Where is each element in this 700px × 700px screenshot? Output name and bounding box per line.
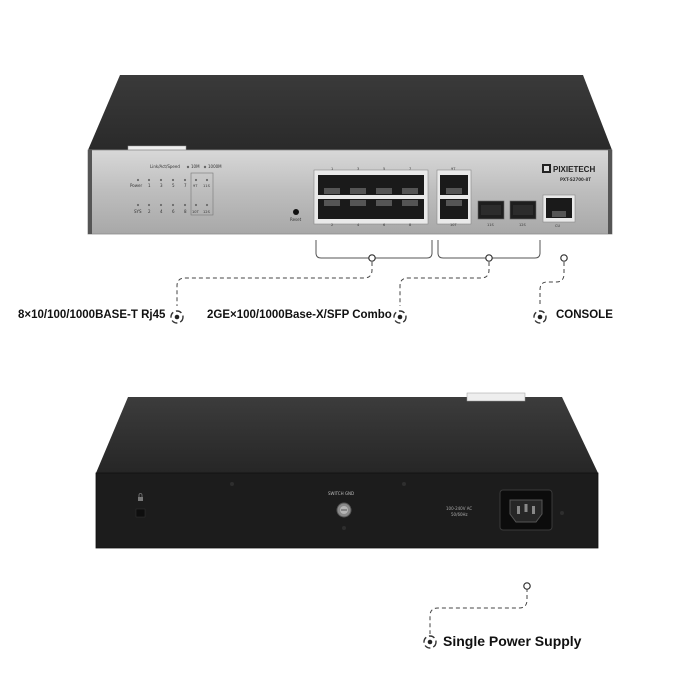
power-rating-line2: 50/60Hz bbox=[451, 512, 468, 517]
led-num-4: 4 bbox=[160, 209, 163, 214]
led-num-6: 6 bbox=[172, 209, 175, 214]
front-brackets bbox=[315, 240, 541, 259]
led-combo-10t: 10T bbox=[192, 210, 200, 214]
console-port: CU bbox=[542, 194, 576, 228]
ground-screw-icon bbox=[336, 502, 352, 518]
rear-switch-top bbox=[96, 397, 598, 473]
console-num: CU bbox=[555, 224, 560, 228]
rj45-num-3: 3 bbox=[357, 167, 359, 171]
rj45-num-6: 6 bbox=[383, 223, 385, 227]
combo-num-9t: 9T bbox=[451, 167, 456, 171]
led-num-2: 2 bbox=[148, 209, 151, 214]
power-callout-label: Single Power Supply bbox=[443, 633, 582, 649]
rj45-num-7: 7 bbox=[409, 167, 411, 171]
led-panel: Link/Act/Speed 10M 1000M Power SYS 1 3 5… bbox=[130, 164, 222, 216]
led-num-8: 8 bbox=[184, 209, 187, 214]
rear-switch: SWITCH GND 100-240V AC 50/60Hz bbox=[95, 392, 599, 549]
sys-led-label: SYS bbox=[134, 209, 142, 214]
rj45-port-latch bbox=[324, 200, 340, 206]
rj45-num-2: 2 bbox=[331, 223, 333, 227]
led-1000m-label: 1000M bbox=[208, 164, 222, 169]
front-switch: Link/Act/Speed 10M 1000M Power SYS 1 3 5… bbox=[87, 75, 613, 235]
led-num-1: 1 bbox=[148, 183, 151, 188]
rj45-port-latch bbox=[402, 200, 418, 206]
ac-power-inlet bbox=[499, 489, 553, 531]
led-num-7: 7 bbox=[184, 183, 187, 188]
ground-label: SWITCH GND bbox=[328, 491, 354, 496]
reset-label: Reset bbox=[290, 217, 302, 222]
reset-button bbox=[293, 209, 299, 215]
rj45-callout-label: 8×10/100/1000BASE-T Rj45 bbox=[18, 309, 166, 321]
combo-callout-label: 2GE×100/1000Base-X/SFP Combo bbox=[207, 309, 392, 321]
rj45-num-4: 4 bbox=[357, 223, 360, 227]
led-numbers-top: 1 3 5 7 bbox=[148, 183, 187, 188]
led-combo-9t: 9T bbox=[193, 184, 198, 188]
callout-lines bbox=[176, 262, 565, 634]
led-combo-11s: 11S bbox=[203, 184, 211, 188]
rj45-port-block: 1 3 5 7 2 4 6 8 bbox=[313, 167, 429, 227]
led-num-3: 3 bbox=[160, 183, 163, 188]
model-name: PXT-S2700-8T bbox=[560, 177, 591, 182]
led-numbers-bottom: 2 4 6 8 bbox=[148, 209, 187, 214]
combo-port-block: 9T 10T bbox=[436, 167, 472, 227]
led-dots bbox=[136, 178, 209, 207]
brand-logo: PIXIETECH PXT-S2700-8T bbox=[542, 164, 595, 182]
combo-led-box bbox=[190, 172, 214, 216]
combo-num-10t: 10T bbox=[450, 223, 457, 227]
rj45-ports bbox=[318, 175, 424, 219]
led-num-5: 5 bbox=[172, 183, 175, 188]
rj45-num-8: 8 bbox=[409, 223, 411, 227]
lock-icon bbox=[135, 493, 146, 518]
sfp-slots: 11S 12S bbox=[477, 200, 537, 227]
rj45-port-latch bbox=[350, 188, 366, 194]
power-rating-line1: 100-240V AC bbox=[446, 506, 472, 511]
rj45-port-latch bbox=[402, 188, 418, 194]
console-callout-label: CONSOLE bbox=[556, 309, 613, 321]
power-led-label: Power bbox=[130, 183, 142, 188]
rj45-port-latch bbox=[324, 188, 340, 194]
rear-sticker bbox=[466, 392, 526, 402]
led-10m-label: 10M bbox=[191, 164, 200, 169]
rj45-port-latch bbox=[376, 200, 392, 206]
led-header-label: Link/Act/Speed bbox=[150, 164, 180, 169]
rj45-port-latch bbox=[376, 188, 392, 194]
front-switch-top bbox=[88, 75, 612, 150]
brand-name: PIXIETECH bbox=[553, 165, 595, 174]
rj45-num-5: 5 bbox=[383, 167, 385, 171]
led-combo-12s: 12S bbox=[203, 210, 211, 214]
rj45-port-latch bbox=[350, 200, 366, 206]
rj45-num-1: 1 bbox=[331, 167, 333, 171]
sfp-num-11s: 11S bbox=[487, 223, 494, 227]
callout-circles bbox=[368, 254, 568, 590]
sfp-num-12s: 12S bbox=[519, 223, 526, 227]
target-markers bbox=[170, 310, 547, 649]
